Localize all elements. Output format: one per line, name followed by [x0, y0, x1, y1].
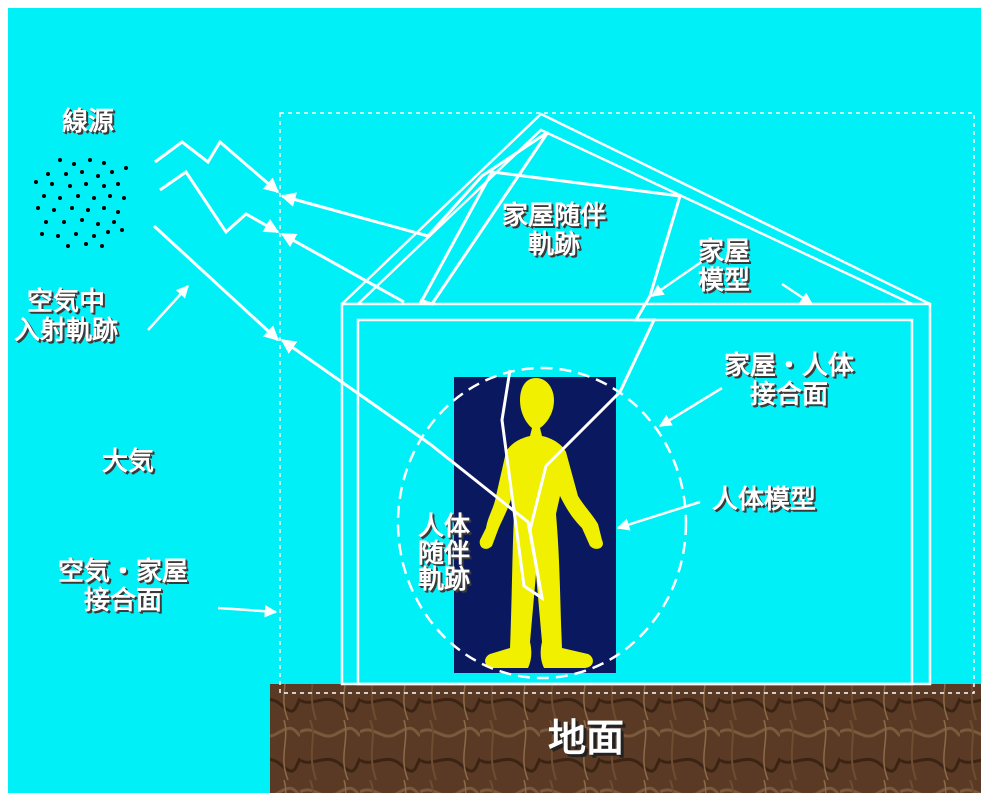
human-figure [479, 378, 603, 668]
label-air-incident-trajectory-text: 空気中 入射軌跡 [14, 287, 119, 346]
label-house-body-interface: 家屋・人体 接合面 [724, 352, 854, 409]
ground-block [270, 684, 981, 793]
label-air-incident-trajectory: 空気中 入射軌跡 [14, 288, 118, 345]
label-house-model: 家屋 模型 [698, 238, 750, 295]
label-air-house-interface-text: 空気・家屋 接合面 [58, 557, 189, 616]
radiation-source-dots [34, 158, 128, 248]
label-body-trajectory-text: 人体 随伴 軌跡 [418, 512, 471, 596]
label-ground: 地面 [548, 716, 625, 760]
label-house-body-interface-text: 家屋・人体 接合面 [724, 351, 855, 410]
label-atmosphere: 大気 [102, 447, 155, 477]
body-trajectory [429, 369, 622, 602]
label-house-trajectory: 家屋随伴 軌跡 [502, 202, 606, 259]
house-body-interface-circle [396, 366, 688, 680]
air-incident-trajectories [152, 139, 280, 342]
label-house-model-text: 家屋 模型 [698, 237, 751, 296]
air-house-interface-boundary [279, 112, 975, 694]
label-body-trajectory: 人体 随伴 軌跡 [418, 514, 470, 594]
house-roof [341, 112, 931, 306]
label-source: 線源 [62, 107, 115, 137]
label-house-trajectory-text: 家屋随伴 軌跡 [502, 201, 607, 260]
label-air-house-interface: 空気・家屋 接合面 [58, 558, 188, 615]
house-trajectories [280, 130, 682, 446]
label-body-model: 人体模型 [712, 485, 817, 515]
label-arrows [147, 254, 814, 618]
